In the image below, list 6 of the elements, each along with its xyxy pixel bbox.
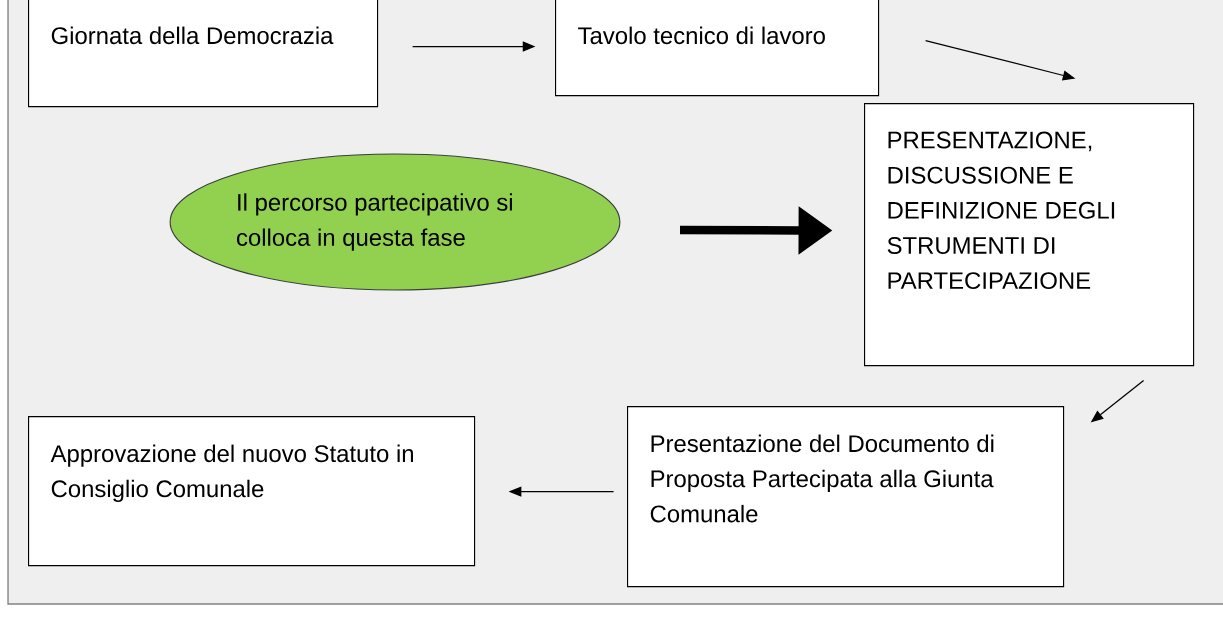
process-box: Giornata della Democrazia	[28, 0, 379, 108]
process-box: Presentazione del Documento di Proposta Partecipata alla Giunta Comunale	[627, 406, 1065, 588]
process-box: PRESENTAZIONE, DISCUSSIONE E DEFINIZIONE DEGLI STRUMENTI DI PARTECIPAZIONE	[864, 103, 1195, 367]
process-box: Tavolo tecnico di lavoro	[555, 0, 880, 97]
ellipse-node: Il percorso partecipativo si colloca in questa fase	[169, 153, 621, 291]
process-box: Approvazione del nuovo Statuto in Consiglio Comunale	[28, 416, 476, 567]
